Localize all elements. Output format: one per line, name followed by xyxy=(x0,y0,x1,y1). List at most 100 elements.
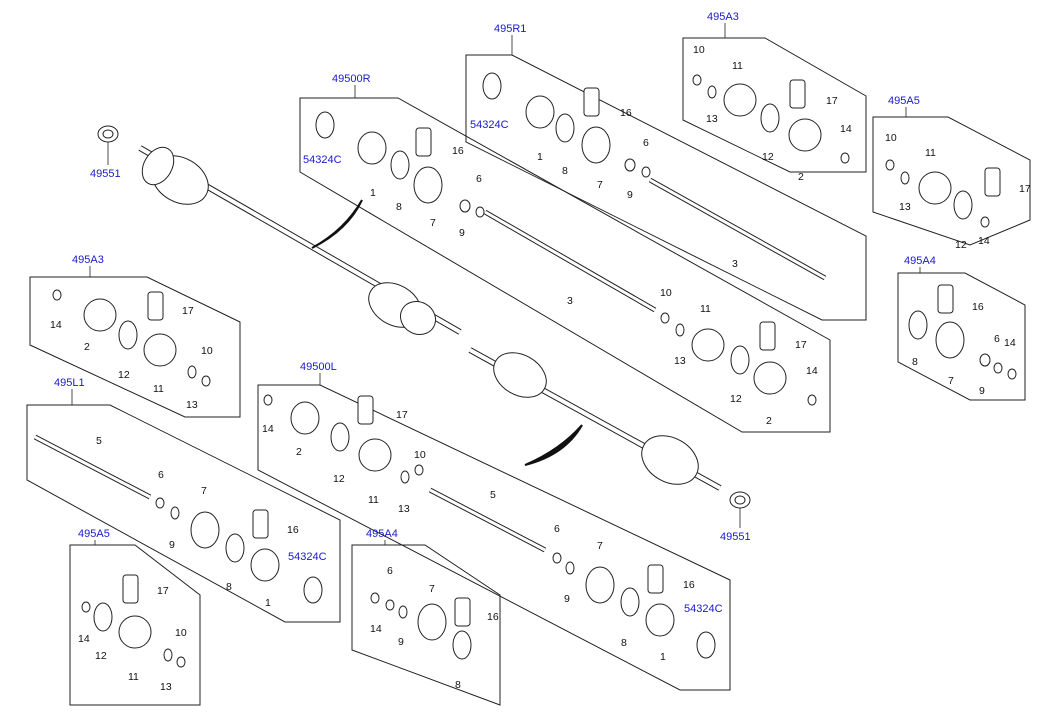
label-9: 9 xyxy=(169,539,175,551)
label-6: 6 xyxy=(387,565,393,577)
label-7: 7 xyxy=(201,485,207,497)
main-shaft-lower xyxy=(468,347,751,509)
label-7: 7 xyxy=(430,217,436,229)
label-2: 2 xyxy=(798,171,804,183)
label-2: 2 xyxy=(84,341,90,353)
ref-49551-right[interactable]: 49551 xyxy=(720,531,751,543)
component-sketches xyxy=(52,72,1017,668)
connector-arc-upper xyxy=(311,199,363,249)
label-11: 11 xyxy=(732,60,743,72)
ref-495R1[interactable]: 495R1 xyxy=(494,23,526,35)
label-1: 1 xyxy=(370,187,376,199)
label-1: 1 xyxy=(660,651,666,663)
ref-49500L[interactable]: 49500L xyxy=(300,361,337,373)
label-10: 10 xyxy=(175,627,187,639)
label-8: 8 xyxy=(226,581,232,593)
label-16: 16 xyxy=(972,301,984,313)
label-14: 14 xyxy=(370,623,382,635)
label-10: 10 xyxy=(693,44,705,56)
label-6: 6 xyxy=(643,137,649,149)
label-1: 1 xyxy=(265,597,271,609)
label-12: 12 xyxy=(955,239,967,251)
ref-54324C-495L1[interactable]: 54324C xyxy=(288,551,327,563)
label-9: 9 xyxy=(398,636,404,648)
ref-54324C-495R1[interactable]: 54324C xyxy=(470,119,509,131)
label-8: 8 xyxy=(455,679,461,691)
label-12: 12 xyxy=(95,650,107,662)
label-14: 14 xyxy=(978,235,990,247)
label-6: 6 xyxy=(476,173,482,185)
ref-49551-left[interactable]: 49551 xyxy=(90,168,121,180)
box-495A3-top xyxy=(682,37,867,173)
label-13: 13 xyxy=(186,399,198,411)
label-1: 1 xyxy=(537,151,543,163)
label-13: 13 xyxy=(674,355,686,367)
label-13: 13 xyxy=(160,681,172,693)
box-495A4-right xyxy=(897,272,1026,401)
ref-495A4-right[interactable]: 495A4 xyxy=(904,255,936,267)
label-11: 11 xyxy=(368,494,379,506)
main-shaft-upper xyxy=(97,125,462,336)
label-17: 17 xyxy=(795,339,807,351)
label-13: 13 xyxy=(398,503,410,515)
label-12: 12 xyxy=(333,473,345,485)
box-49500L xyxy=(257,384,731,691)
label-14: 14 xyxy=(840,123,852,135)
label-17: 17 xyxy=(182,305,194,317)
label-7: 7 xyxy=(597,179,603,191)
box-495A5-right xyxy=(872,116,1031,246)
label-13: 13 xyxy=(899,201,911,213)
ref-495L1[interactable]: 495L1 xyxy=(54,377,85,389)
shaft-5-right xyxy=(428,487,547,553)
label-12: 12 xyxy=(730,393,742,405)
label-16: 16 xyxy=(487,611,499,623)
label-2: 2 xyxy=(296,446,302,458)
label-8: 8 xyxy=(562,165,568,177)
label-8: 8 xyxy=(912,356,918,368)
box-495A4-bottom xyxy=(351,544,501,706)
box-495L1 xyxy=(26,404,341,623)
label-13: 13 xyxy=(706,113,718,125)
label-10: 10 xyxy=(201,345,213,357)
label-2: 2 xyxy=(766,415,772,427)
box-49500R xyxy=(299,97,831,433)
label-16: 16 xyxy=(287,524,299,536)
label-17: 17 xyxy=(396,409,408,421)
label-12: 12 xyxy=(762,151,774,163)
label-7: 7 xyxy=(429,583,435,595)
label-10: 10 xyxy=(660,287,672,299)
label-11: 11 xyxy=(153,383,164,395)
ref-495A5-left[interactable]: 495A5 xyxy=(78,528,110,540)
ref-495A3-top[interactable]: 495A3 xyxy=(707,11,739,23)
ref-495A5-right[interactable]: 495A5 xyxy=(888,95,920,107)
ref-49500R[interactable]: 49500R xyxy=(332,73,371,85)
box-495A5-left xyxy=(69,544,201,706)
leader-lines xyxy=(71,23,921,545)
label-16: 16 xyxy=(683,579,695,591)
label-6: 6 xyxy=(554,523,560,535)
label-6: 6 xyxy=(994,333,1000,345)
label-3: 3 xyxy=(732,258,738,270)
label-16: 16 xyxy=(452,145,464,157)
ref-54324C-49500R[interactable]: 54324C xyxy=(303,154,342,166)
label-5: 5 xyxy=(490,489,496,501)
label-14: 14 xyxy=(806,365,818,377)
label-5: 5 xyxy=(96,435,102,447)
shaft-3-upper xyxy=(648,177,827,281)
label-16: 16 xyxy=(620,107,632,119)
label-7: 7 xyxy=(597,540,603,552)
label-17: 17 xyxy=(1019,183,1031,195)
connector-arc-lower xyxy=(524,424,583,466)
label-11: 11 xyxy=(925,147,936,159)
shaft-3-lower xyxy=(483,209,657,313)
ref-495A3-left[interactable]: 495A3 xyxy=(72,254,104,266)
ref-495A4-bottom[interactable]: 495A4 xyxy=(366,528,398,540)
label-17: 17 xyxy=(157,585,169,597)
label-14: 14 xyxy=(78,633,90,645)
label-9: 9 xyxy=(627,189,633,201)
label-17: 17 xyxy=(826,95,838,107)
ref-54324C-49500L[interactable]: 54324C xyxy=(684,603,723,615)
label-9: 9 xyxy=(459,227,465,239)
